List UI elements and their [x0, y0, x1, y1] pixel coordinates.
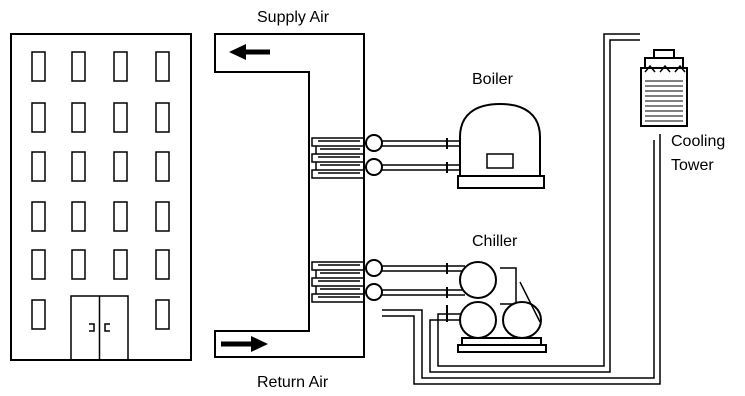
building-door: [70, 295, 129, 361]
heating-coil: [311, 137, 364, 179]
air-duct: [214, 33, 365, 358]
chiller-pumps: [365, 259, 465, 301]
boiler: [457, 102, 545, 189]
return-air-label: Return Air: [257, 374, 329, 391]
supply-air-label: Supply Air: [257, 9, 330, 26]
chiller-label: Chiller: [472, 233, 518, 250]
building-windows: [31, 51, 170, 330]
boiler-label: Boiler: [472, 71, 513, 88]
cooling-tower-label-line1: Cooling: [671, 133, 726, 150]
condenser-pipes: [382, 33, 661, 385]
cooling-tower: [640, 49, 688, 127]
cooling-tower-label-line2: Tower: [671, 157, 714, 174]
return-arrow-icon: [221, 336, 268, 352]
supply-arrow-icon: [229, 44, 270, 60]
building: [10, 33, 192, 361]
chiller: [457, 261, 547, 353]
boiler-pumps: [365, 134, 470, 176]
cooling-coil: [311, 261, 364, 303]
